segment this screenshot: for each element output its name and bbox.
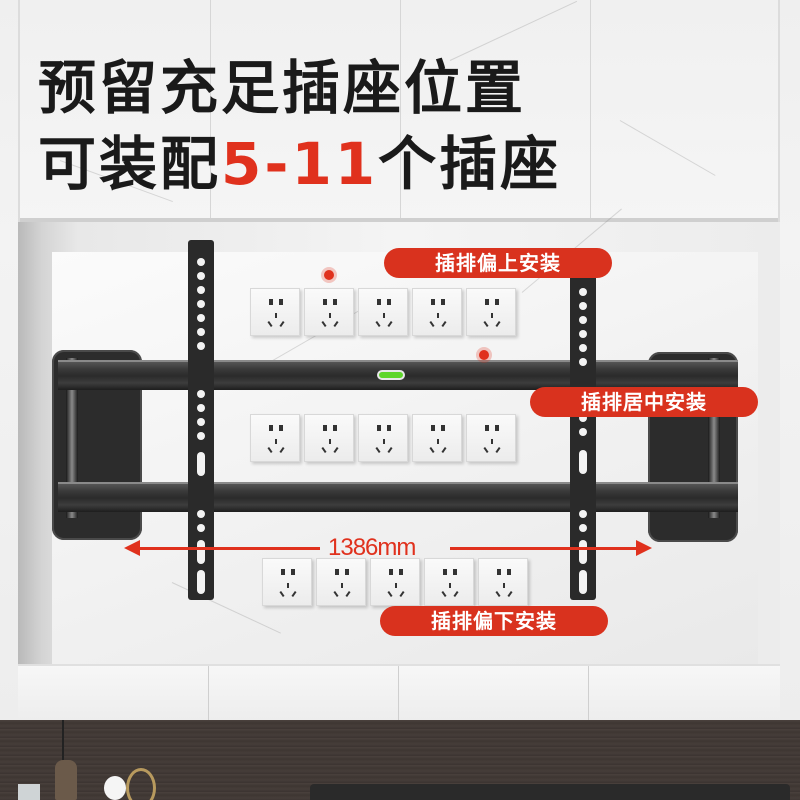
reed-diffuser bbox=[55, 760, 77, 800]
socket-icon bbox=[250, 288, 300, 336]
gold-ring-ornament bbox=[126, 768, 156, 800]
socket-row-bottom bbox=[262, 558, 528, 606]
cabinet-seam bbox=[208, 666, 209, 722]
socket-icon bbox=[250, 414, 300, 462]
headline-prefix: 可装配 bbox=[38, 130, 222, 198]
socket-icon bbox=[304, 414, 354, 462]
tv-cabinet bbox=[310, 784, 790, 800]
socket-icon bbox=[370, 558, 420, 606]
socket-count-range: 5-11 bbox=[221, 130, 379, 198]
glass-decor bbox=[18, 784, 40, 800]
headline-line-2: 可装配5-11个插座 bbox=[38, 126, 561, 202]
cabinet-seam bbox=[400, 0, 401, 222]
upper-cabinet bbox=[18, 0, 780, 222]
reed-stick bbox=[62, 720, 64, 765]
marker-dot-icon bbox=[479, 350, 489, 360]
socket-icon bbox=[304, 288, 354, 336]
socket-icon bbox=[412, 288, 462, 336]
socket-row-top bbox=[250, 288, 516, 336]
headline: 预留充足插座位置 可装配5-11个插座 bbox=[38, 50, 561, 202]
socket-icon bbox=[262, 558, 312, 606]
arrow-right-icon bbox=[636, 540, 652, 556]
marble-vein bbox=[619, 120, 716, 176]
cabinet-seam bbox=[398, 666, 399, 722]
label-socket-middle: 插排居中安装 bbox=[530, 387, 758, 417]
dimension-line-right bbox=[450, 547, 638, 550]
socket-icon bbox=[478, 558, 528, 606]
socket-icon bbox=[466, 288, 516, 336]
arrow-left-icon bbox=[124, 540, 140, 556]
egg-ornament bbox=[104, 776, 126, 800]
socket-icon bbox=[358, 414, 408, 462]
label-socket-bottom: 插排偏下安装 bbox=[380, 606, 608, 636]
mount-width-dimension: 1386mm bbox=[328, 534, 416, 561]
socket-icon bbox=[412, 414, 462, 462]
dimension-line-left bbox=[138, 547, 320, 550]
socket-icon bbox=[358, 288, 408, 336]
cabinet-seam bbox=[588, 666, 589, 722]
socket-icon bbox=[316, 558, 366, 606]
marker-dot-icon bbox=[324, 270, 334, 280]
lower-cabinet bbox=[18, 664, 780, 722]
socket-icon bbox=[424, 558, 474, 606]
socket-row-middle bbox=[250, 414, 516, 462]
label-socket-top: 插排偏上安装 bbox=[384, 248, 612, 278]
headline-line-1: 预留充足插座位置 bbox=[38, 54, 527, 122]
cabinet-seam bbox=[590, 0, 591, 222]
socket-icon bbox=[466, 414, 516, 462]
cabinet-seam bbox=[210, 0, 211, 222]
headline-suffix: 个插座 bbox=[378, 130, 562, 198]
